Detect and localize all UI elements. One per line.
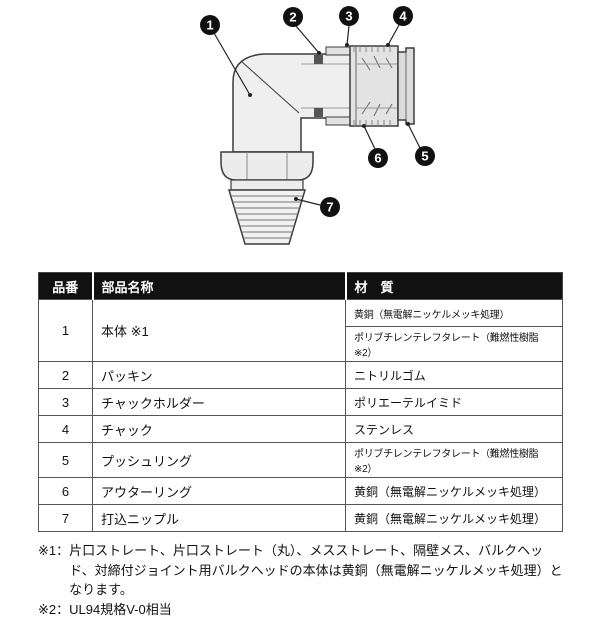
footnotes: ※1： 片口ストレート、片口ストレート（丸）、メスストレート、隔壁メス、バルクヘ… bbox=[38, 541, 566, 619]
thread-nipple bbox=[229, 190, 305, 244]
part-number: 4 bbox=[39, 416, 93, 443]
col-header-part-number: 品番 bbox=[39, 273, 93, 300]
part-material: ポリエーテルイミド bbox=[346, 389, 563, 416]
callout-3-number: 3 bbox=[345, 9, 352, 24]
callout-4-number: 4 bbox=[399, 9, 407, 24]
chuck-holder bbox=[326, 117, 352, 125]
part-number: 5 bbox=[39, 443, 93, 478]
chuck-holder bbox=[326, 47, 352, 55]
callout-5: 5 bbox=[406, 122, 435, 166]
callout-7-number: 7 bbox=[326, 200, 333, 215]
part-number: 3 bbox=[39, 389, 93, 416]
callout-4: 4 bbox=[386, 6, 413, 47]
part-number: 7 bbox=[39, 505, 93, 532]
part-material: 黄銅（無電解ニッケルメッキ処理） bbox=[346, 505, 563, 532]
hex-collar bbox=[221, 152, 313, 180]
table-row: 4 チャック ステンレス bbox=[39, 416, 563, 443]
callout-6-number: 6 bbox=[374, 151, 381, 166]
table-row: 7 打込ニップル 黄銅（無電解ニッケルメッキ処理） bbox=[39, 505, 563, 532]
table-row: 1 本体 ※1 黄銅（無電解ニッケルメッキ処理） bbox=[39, 300, 563, 327]
parts-table: 品番 部品名称 材 質 1 本体 ※1 黄銅（無電解ニッケルメッキ処理） ポリブ… bbox=[38, 272, 563, 532]
footnote-1-text: 片口ストレート、片口ストレート（丸）、メスストレート、隔壁メス、バルクヘッド、対… bbox=[69, 541, 566, 600]
footnote-1: ※1： 片口ストレート、片口ストレート（丸）、メスストレート、隔壁メス、バルクヘ… bbox=[38, 541, 566, 600]
outer-ring-cap bbox=[350, 46, 398, 126]
part-name: チャックホルダー bbox=[93, 389, 346, 416]
col-header-part-name: 部品名称 bbox=[93, 273, 346, 300]
packing-seal bbox=[314, 108, 323, 117]
packing-seal bbox=[314, 55, 323, 64]
part-name: アウターリング bbox=[93, 478, 346, 505]
part-number: 2 bbox=[39, 362, 93, 389]
part-material: ニトリルゴム bbox=[346, 362, 563, 389]
part-number: 1 bbox=[39, 300, 93, 362]
callout-2-number: 2 bbox=[289, 10, 296, 25]
table-row: 5 プッシュリング ポリブチレンテレフタレート（難燃性樹脂※2） bbox=[39, 443, 563, 478]
callout-1: 1 bbox=[200, 15, 252, 97]
part-name: プッシュリング bbox=[93, 443, 346, 478]
callout-7: 7 bbox=[294, 197, 340, 217]
part-name: 本体 ※1 bbox=[93, 300, 346, 362]
table-row: 3 チャックホルダー ポリエーテルイミド bbox=[39, 389, 563, 416]
part-material: ステンレス bbox=[346, 416, 563, 443]
part-material: 黄銅（無電解ニッケルメッキ処理） bbox=[346, 478, 563, 505]
part-name: 打込ニップル bbox=[93, 505, 346, 532]
footnote-2-text: UL94規格V-0相当 bbox=[69, 600, 566, 619]
footnote-2: ※2： UL94規格V-0相当 bbox=[38, 600, 566, 619]
table-row: 6 アウターリング 黄銅（無電解ニッケルメッキ処理） bbox=[39, 478, 563, 505]
part-material: ポリブチレンテレフタレート（難燃性樹脂※2） bbox=[346, 327, 563, 362]
callout-2: 2 bbox=[283, 7, 321, 55]
part-name: チャック bbox=[93, 416, 346, 443]
fitting-diagram: 1 2 3 4 bbox=[0, 0, 600, 268]
callout-6: 6 bbox=[362, 124, 388, 168]
fitting-body bbox=[233, 54, 356, 152]
col-header-material: 材 質 bbox=[346, 273, 563, 300]
callout-3: 3 bbox=[339, 6, 359, 47]
part-number: 6 bbox=[39, 478, 93, 505]
part-material: 黄銅（無電解ニッケルメッキ処理） bbox=[346, 300, 563, 327]
callout-5-number: 5 bbox=[421, 149, 428, 164]
parts-table-header-row: 品番 部品名称 材 質 bbox=[39, 273, 563, 300]
fitting-drawing-svg: 1 2 3 4 bbox=[0, 0, 600, 268]
footnote-2-marker: ※2： bbox=[38, 600, 69, 619]
page: 1 2 3 4 bbox=[0, 0, 600, 600]
table-row: 2 パッキン ニトリルゴム bbox=[39, 362, 563, 389]
footnote-1-marker: ※1： bbox=[38, 541, 69, 600]
part-material: ポリブチレンテレフタレート（難燃性樹脂※2） bbox=[346, 443, 563, 478]
part-name: パッキン bbox=[93, 362, 346, 389]
nipple-neck bbox=[231, 180, 303, 190]
callout-1-number: 1 bbox=[206, 18, 213, 33]
